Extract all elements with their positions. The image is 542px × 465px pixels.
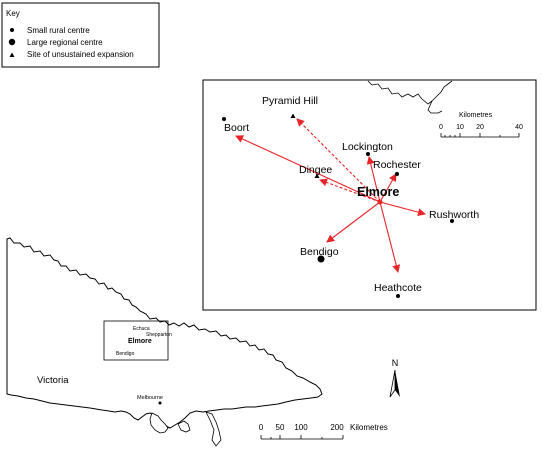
rushworth-dot xyxy=(450,219,454,223)
river-branch xyxy=(427,100,443,114)
place-bendigo: Bendigo xyxy=(300,246,339,258)
inset-map: Kilometres 0 10 20 40 Pyramid Hill Boort… xyxy=(202,79,537,311)
lockington-dot xyxy=(366,152,370,156)
place-rochester: Rochester xyxy=(373,159,421,171)
overview-scale-tick-100: 100 xyxy=(294,423,308,432)
inset-frame xyxy=(202,79,537,311)
bendigo-dot xyxy=(317,255,325,263)
arrow-to-rochester xyxy=(379,173,397,203)
inset-scale-tick-40: 40 xyxy=(515,124,523,131)
key-title: Key xyxy=(6,9,20,18)
dingee-triangle xyxy=(314,173,320,178)
inset-scale-tick-0: 0 xyxy=(439,124,443,131)
overview-scale-tick-50: 50 xyxy=(276,423,285,432)
inset-scale-tick-20: 20 xyxy=(476,124,484,131)
place-dingee: Dingee xyxy=(299,164,332,176)
place-elmore: Elmore xyxy=(357,185,399,199)
pyramid-hill-triangle xyxy=(290,113,296,118)
arrow-to-dingee xyxy=(319,178,381,203)
map-key: Key Small rural centre Large regional ce… xyxy=(1,2,160,68)
overview-scale-tick-200: 200 xyxy=(330,423,344,432)
arrow-to-rushworth xyxy=(379,201,426,217)
inset-scale-bar xyxy=(440,133,520,138)
key-frame xyxy=(1,2,160,68)
key-label-unsustained: Site of unsustained expansion xyxy=(27,50,134,59)
north-arrow-icon xyxy=(395,370,400,397)
inset-scale-tick-10: 10 xyxy=(456,124,464,131)
elmore-dot xyxy=(377,199,383,205)
state-label-victoria: Victoria xyxy=(37,375,69,386)
box-label-echuca: Echuca xyxy=(133,326,150,332)
place-boort: Boort xyxy=(224,122,249,134)
inset-scale-title: Kilometres xyxy=(459,112,493,119)
place-melbourne: Melbourne xyxy=(137,395,163,401)
melbourne-dot xyxy=(158,401,162,405)
heathcote-dot xyxy=(396,294,400,298)
place-lockington: Lockington xyxy=(342,141,393,153)
box-label-bendigo: Bendigo xyxy=(116,351,135,357)
arrow-to-boort xyxy=(235,135,381,203)
victoria-overview-map: Echuca Shepparton Elmore Bendigo Victori… xyxy=(6,237,400,447)
place-heathcote: Heathcote xyxy=(374,282,422,294)
unsustained-expansion-symbol xyxy=(9,52,15,57)
movement-arrows xyxy=(235,118,426,273)
key-label-large-regional: Large regional centre xyxy=(27,38,103,47)
overview-scale-bar xyxy=(260,435,344,440)
overview-scale-unit: Kilometres xyxy=(350,423,388,432)
arrow-to-heathcote xyxy=(379,201,401,273)
arrow-to-bendigo xyxy=(326,201,381,243)
arrow-to-pyramid-hill xyxy=(296,118,381,203)
location-box xyxy=(103,320,169,361)
north-arrow-icon-outline xyxy=(389,369,396,398)
box-label-elmore: Elmore xyxy=(128,338,152,345)
small-rural-centre-symbol xyxy=(10,28,14,32)
place-pyramid-hill: Pyramid Hill xyxy=(262,95,318,107)
boort-dot xyxy=(222,117,226,121)
rochester-dot xyxy=(395,172,399,176)
western-port-bay xyxy=(177,420,191,433)
port-phillip-bay xyxy=(149,412,169,434)
victoria-outline xyxy=(6,237,323,429)
murray-river xyxy=(367,80,453,105)
wilsons-promontory xyxy=(205,411,222,447)
arrow-to-lockington xyxy=(366,156,381,203)
key-label-small-rural: Small rural centre xyxy=(27,26,90,35)
box-label-shepparton: Shepparton xyxy=(146,332,172,338)
north-label: N xyxy=(392,358,399,368)
overview-scale-tick-0: 0 xyxy=(259,423,264,432)
place-rushworth: Rushworth xyxy=(429,209,479,221)
large-regional-centre-symbol xyxy=(8,38,16,46)
